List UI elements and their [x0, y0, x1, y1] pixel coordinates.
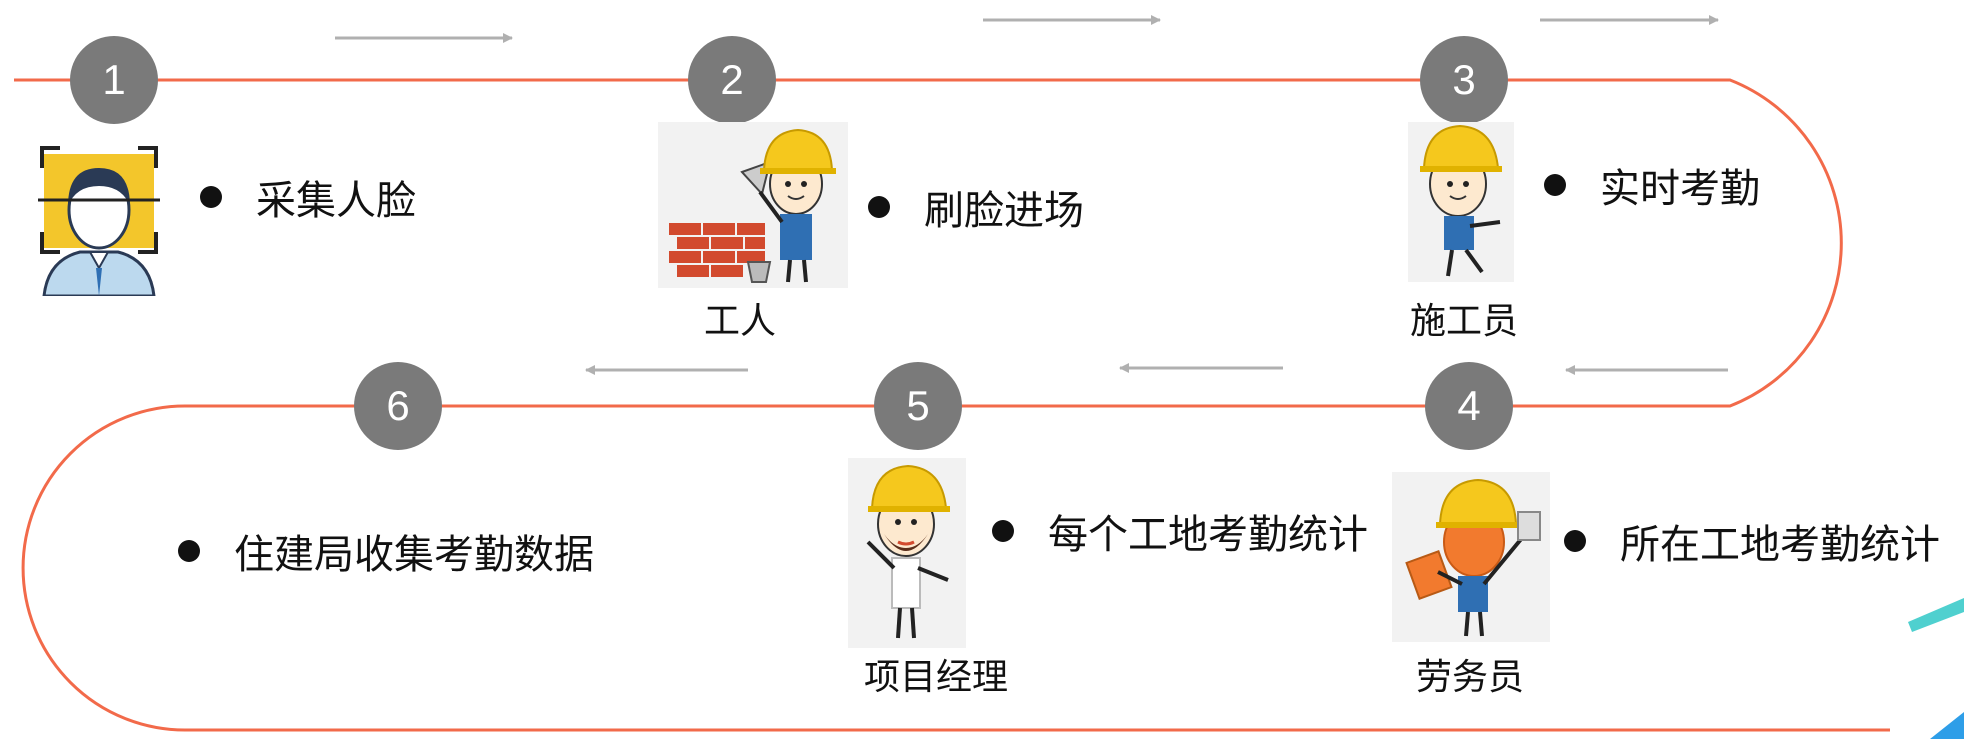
serpentine-line — [14, 78, 1890, 732]
step-text-6: 住建局收集考勤数据 — [178, 522, 594, 580]
labor-officer-icon — [1392, 472, 1550, 642]
step-label: 采集人脸 — [256, 178, 416, 224]
bullet-dot — [1544, 174, 1566, 196]
step-text-4: 所在工地考勤统计 — [1564, 512, 1940, 570]
step-badge-3: 3 — [1420, 36, 1508, 124]
worker-with-bricks-icon — [658, 122, 848, 288]
step-label: 实时考勤 — [1600, 166, 1760, 212]
step-text-1: 采集人脸 — [200, 168, 416, 226]
step-badge-6: 6 — [354, 362, 442, 450]
step-badge-5: 5 — [874, 362, 962, 450]
step-label: 住建局收集考勤数据 — [234, 532, 594, 578]
role-label-worker: 工人 — [703, 301, 777, 342]
step-text-3: 实时考勤 — [1544, 156, 1760, 214]
construction-officer-icon — [1408, 122, 1514, 282]
role-label-project-manager: 项目经理 — [863, 657, 1009, 698]
accent-stripe-blue — [1930, 712, 1964, 739]
project-manager-icon — [848, 458, 966, 648]
step-label: 所在工地考勤统计 — [1620, 522, 1940, 568]
role-label-construction-officer: 施工员 — [1409, 301, 1519, 342]
step-badge-2: 2 — [688, 36, 776, 124]
step-text-5: 每个工地考勤统计 — [992, 502, 1368, 560]
bullet-dot — [200, 186, 222, 208]
step-badge-4: 4 — [1425, 362, 1513, 450]
bullet-dot — [1564, 530, 1586, 552]
step-label: 刷脸进场 — [924, 188, 1084, 234]
bullet-dot — [178, 540, 200, 562]
bullet-dot — [992, 520, 1014, 542]
step-badge-1: 1 — [70, 36, 158, 124]
face-scan-icon — [38, 146, 160, 296]
role-label-labor-officer: 劳务员 — [1415, 657, 1525, 698]
accent-stripe-cyan — [1908, 598, 1964, 632]
step-label: 每个工地考勤统计 — [1048, 512, 1368, 558]
bullet-dot — [868, 196, 890, 218]
step-text-2: 刷脸进场 — [868, 178, 1084, 236]
